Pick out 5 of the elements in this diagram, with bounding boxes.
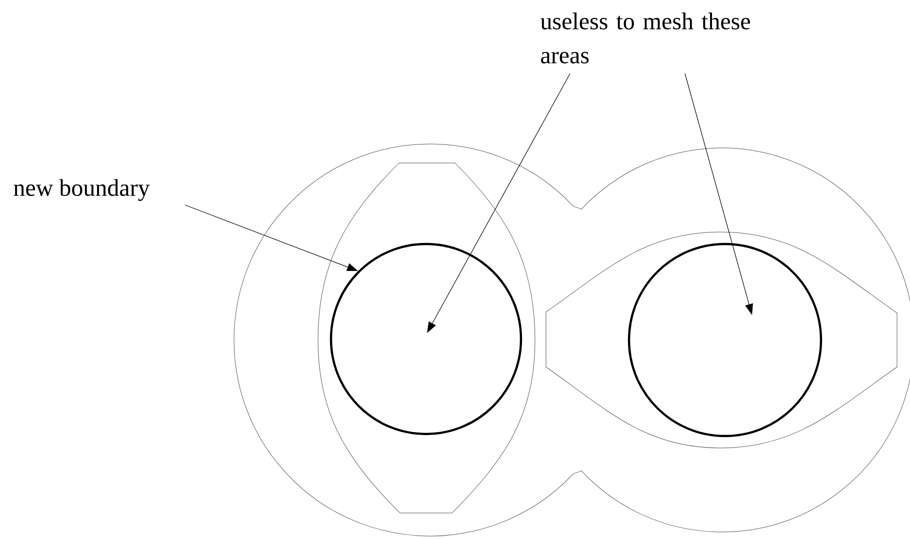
annotation-text: new boundary [14,179,150,201]
leader-arrow [427,73,570,333]
annotation-text: useless to mesh these areas [540,12,750,64]
boundary-circle [330,242,522,436]
boundary-circle [628,242,822,438]
